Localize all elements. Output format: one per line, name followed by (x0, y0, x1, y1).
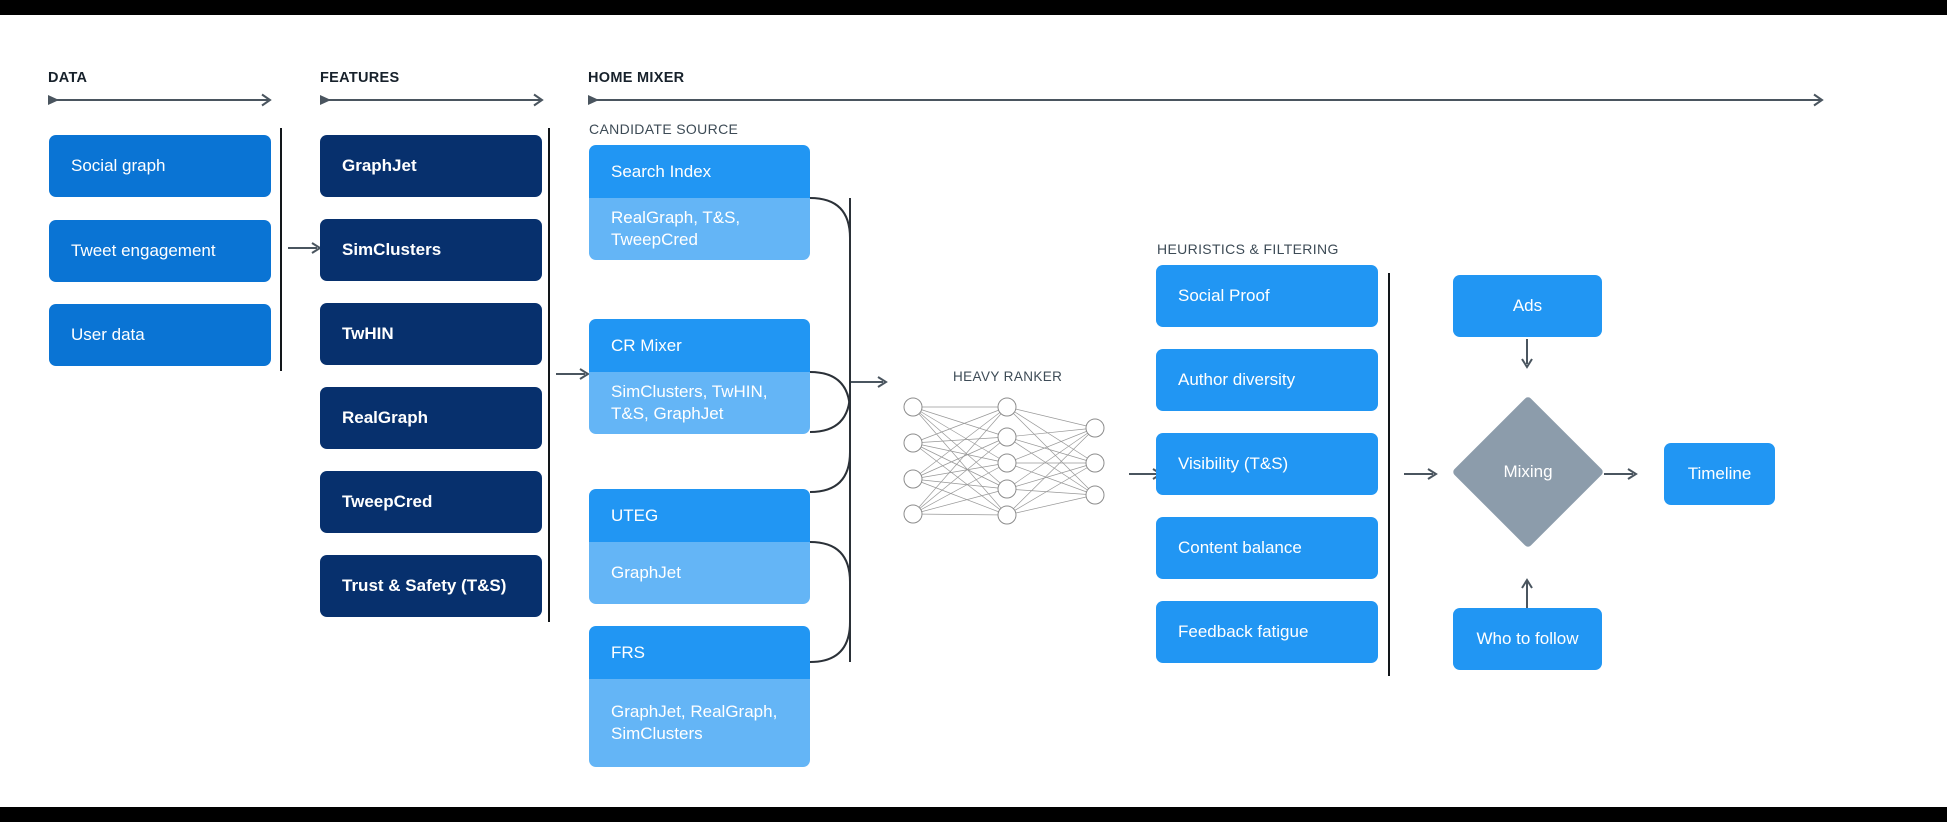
output-box-timeline[interactable]: Timeline (1664, 443, 1775, 505)
arrow-data-to-features (288, 241, 324, 255)
feature-box-realgraph[interactable]: RealGraph (320, 387, 542, 449)
candidate-source-card-uteg[interactable]: UTEG GraphJet (589, 489, 810, 604)
feature-box-trust-safety[interactable]: Trust & Safety (T&S) (320, 555, 542, 617)
section-label-heuristics: HEURISTICS & FILTERING (1157, 241, 1339, 257)
output-box-who-to-follow[interactable]: Who to follow (1453, 608, 1602, 670)
data-box-user-data[interactable]: User data (49, 304, 271, 366)
heuristic-box-feedback-fatigue[interactable]: Feedback fatigue (1156, 601, 1378, 663)
candidate-source-card-cr-mixer[interactable]: CR Mixer SimClusters, TwHIN, T&S, GraphJ… (589, 319, 810, 434)
candidate-source-name: Search Index (589, 145, 810, 198)
arrow-mixing-to-timeline (1604, 467, 1640, 481)
feature-box-graphjet[interactable]: GraphJet (320, 135, 542, 197)
arrow-heuristics-to-mixing (1404, 467, 1440, 481)
section-label-candidate-source: CANDIDATE SOURCE (589, 121, 739, 137)
heuristic-box-author-diversity[interactable]: Author diversity (1156, 349, 1378, 411)
home-mixer-axis-arrow (588, 93, 1828, 107)
feature-box-simclusters[interactable]: SimClusters (320, 219, 542, 281)
diagram-canvas: DATA FEATURES HOME MIXER CANDIDATE SOURC… (0, 15, 1947, 807)
candidate-source-card-search-index[interactable]: Search Index RealGraph, T&S, TweepCred (589, 145, 810, 260)
divider-data-features (280, 128, 282, 371)
data-box-social-graph[interactable]: Social graph (49, 135, 271, 197)
features-axis-arrow (320, 93, 548, 107)
heuristic-box-content-balance[interactable]: Content balance (1156, 517, 1378, 579)
data-axis-arrow (48, 93, 276, 107)
candidate-source-card-frs[interactable]: FRS GraphJet, RealGraph, SimClusters (589, 626, 810, 767)
heuristic-box-social-proof[interactable]: Social Proof (1156, 265, 1378, 327)
candidate-source-features: GraphJet (589, 542, 810, 604)
heuristic-box-visibility[interactable]: Visibility (T&S) (1156, 433, 1378, 495)
candidate-source-name: UTEG (589, 489, 810, 542)
arrow-candidates-to-ranker (851, 375, 891, 389)
candidate-source-features: SimClusters, TwHIN, T&S, GraphJet (589, 372, 810, 434)
section-label-heavy-ranker: HEAVY RANKER (953, 369, 1063, 384)
arrow-ads-to-mixing (1520, 339, 1534, 371)
mixing-label: Mixing (1503, 462, 1553, 481)
feature-box-tweepcred[interactable]: TweepCred (320, 471, 542, 533)
candidate-source-merge-brace (805, 190, 865, 690)
feature-box-twhin[interactable]: TwHIN (320, 303, 542, 365)
section-label-data: DATA (48, 70, 88, 86)
output-box-ads[interactable]: Ads (1453, 275, 1602, 337)
candidate-source-name: CR Mixer (589, 319, 810, 372)
section-label-features: FEATURES (320, 70, 400, 86)
candidate-source-features: RealGraph, T&S, TweepCred (589, 198, 810, 260)
arrow-features-to-candidate (556, 367, 592, 381)
candidate-source-name: FRS (589, 626, 810, 679)
arrow-who-to-follow-to-mixing (1520, 575, 1534, 609)
data-box-tweet-engagement[interactable]: Tweet engagement (49, 220, 271, 282)
divider-features-mixer (548, 128, 550, 622)
divider-heuristics-output (1388, 273, 1390, 676)
section-label-home-mixer: HOME MIXER (588, 70, 685, 86)
candidate-source-features: GraphJet, RealGraph, SimClusters (589, 679, 810, 767)
heavy-ranker-neural-network (895, 393, 1120, 533)
